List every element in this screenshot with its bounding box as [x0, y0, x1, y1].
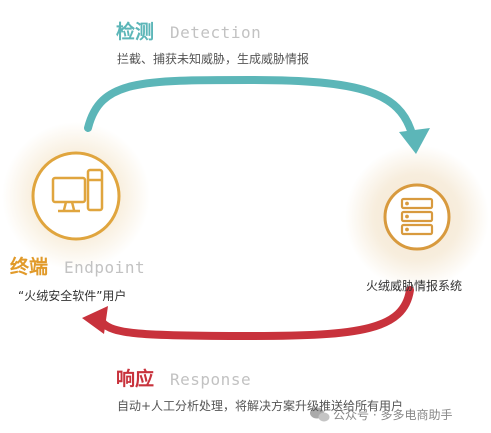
intel-ring: [383, 183, 451, 251]
endpoint-title: 终端: [10, 256, 49, 278]
detection-description: 拦截、捕获未知威胁，生成威胁情报: [117, 52, 310, 66]
endpoint-title-en: Endpoint: [64, 258, 146, 277]
response-arrow: [98, 286, 414, 341]
wechat-icon: [310, 407, 330, 422]
endpoint-heading: 终端 Endpoint: [10, 252, 145, 279]
detection-arrowhead: [399, 128, 430, 154]
response-heading: 响应 Response: [116, 364, 251, 391]
response-description: 自动+人工分析处理，将解决方案升级推送给所有用户: [117, 399, 404, 413]
intel-label: 火绒威胁情报系统: [366, 279, 463, 293]
detection-heading: 检测 Detection: [116, 17, 261, 44]
watermark: 公众号 · 多多电商助手: [333, 408, 453, 422]
detection-title-en: Detection: [170, 23, 262, 42]
endpoint-ring: [31, 151, 121, 241]
computer-icon: [51, 168, 104, 213]
detection-title: 检测: [116, 21, 155, 43]
detection-arrow: [84, 75, 416, 138]
response-title-en: Response: [170, 370, 252, 389]
endpoint-label: “火绒安全软件”用户: [18, 289, 127, 303]
response-arrowhead: [82, 306, 108, 334]
response-title: 响应: [116, 368, 155, 390]
server-icon: [400, 197, 434, 236]
